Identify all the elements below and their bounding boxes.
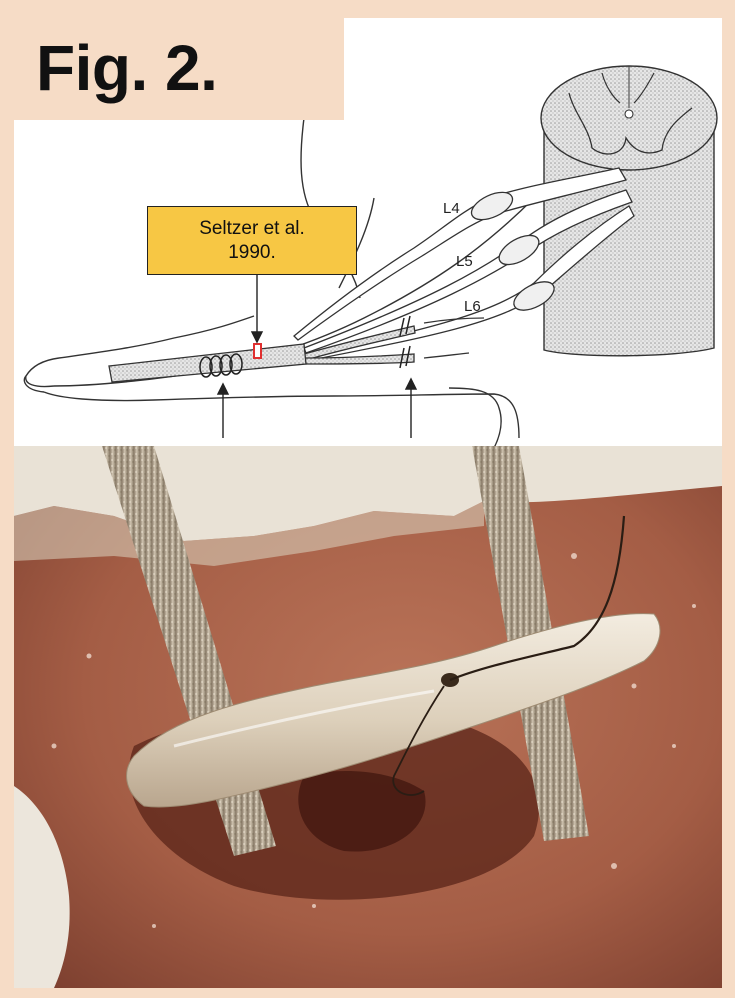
root-label-l5: L5: [456, 253, 473, 270]
citation-line-1: Seltzer et al.: [199, 217, 305, 241]
ligature-marker: [254, 344, 261, 358]
citation-line-2: 1990.: [228, 241, 276, 265]
root-label-l6: L6: [464, 298, 481, 315]
nerve-ligation-photo: [14, 446, 722, 988]
figure-label: Fig. 2.: [36, 32, 217, 104]
surgical-photograph: [14, 446, 722, 988]
root-label-l4: L4: [443, 200, 460, 217]
citation-box: Seltzer et al. 1990.: [147, 206, 357, 275]
